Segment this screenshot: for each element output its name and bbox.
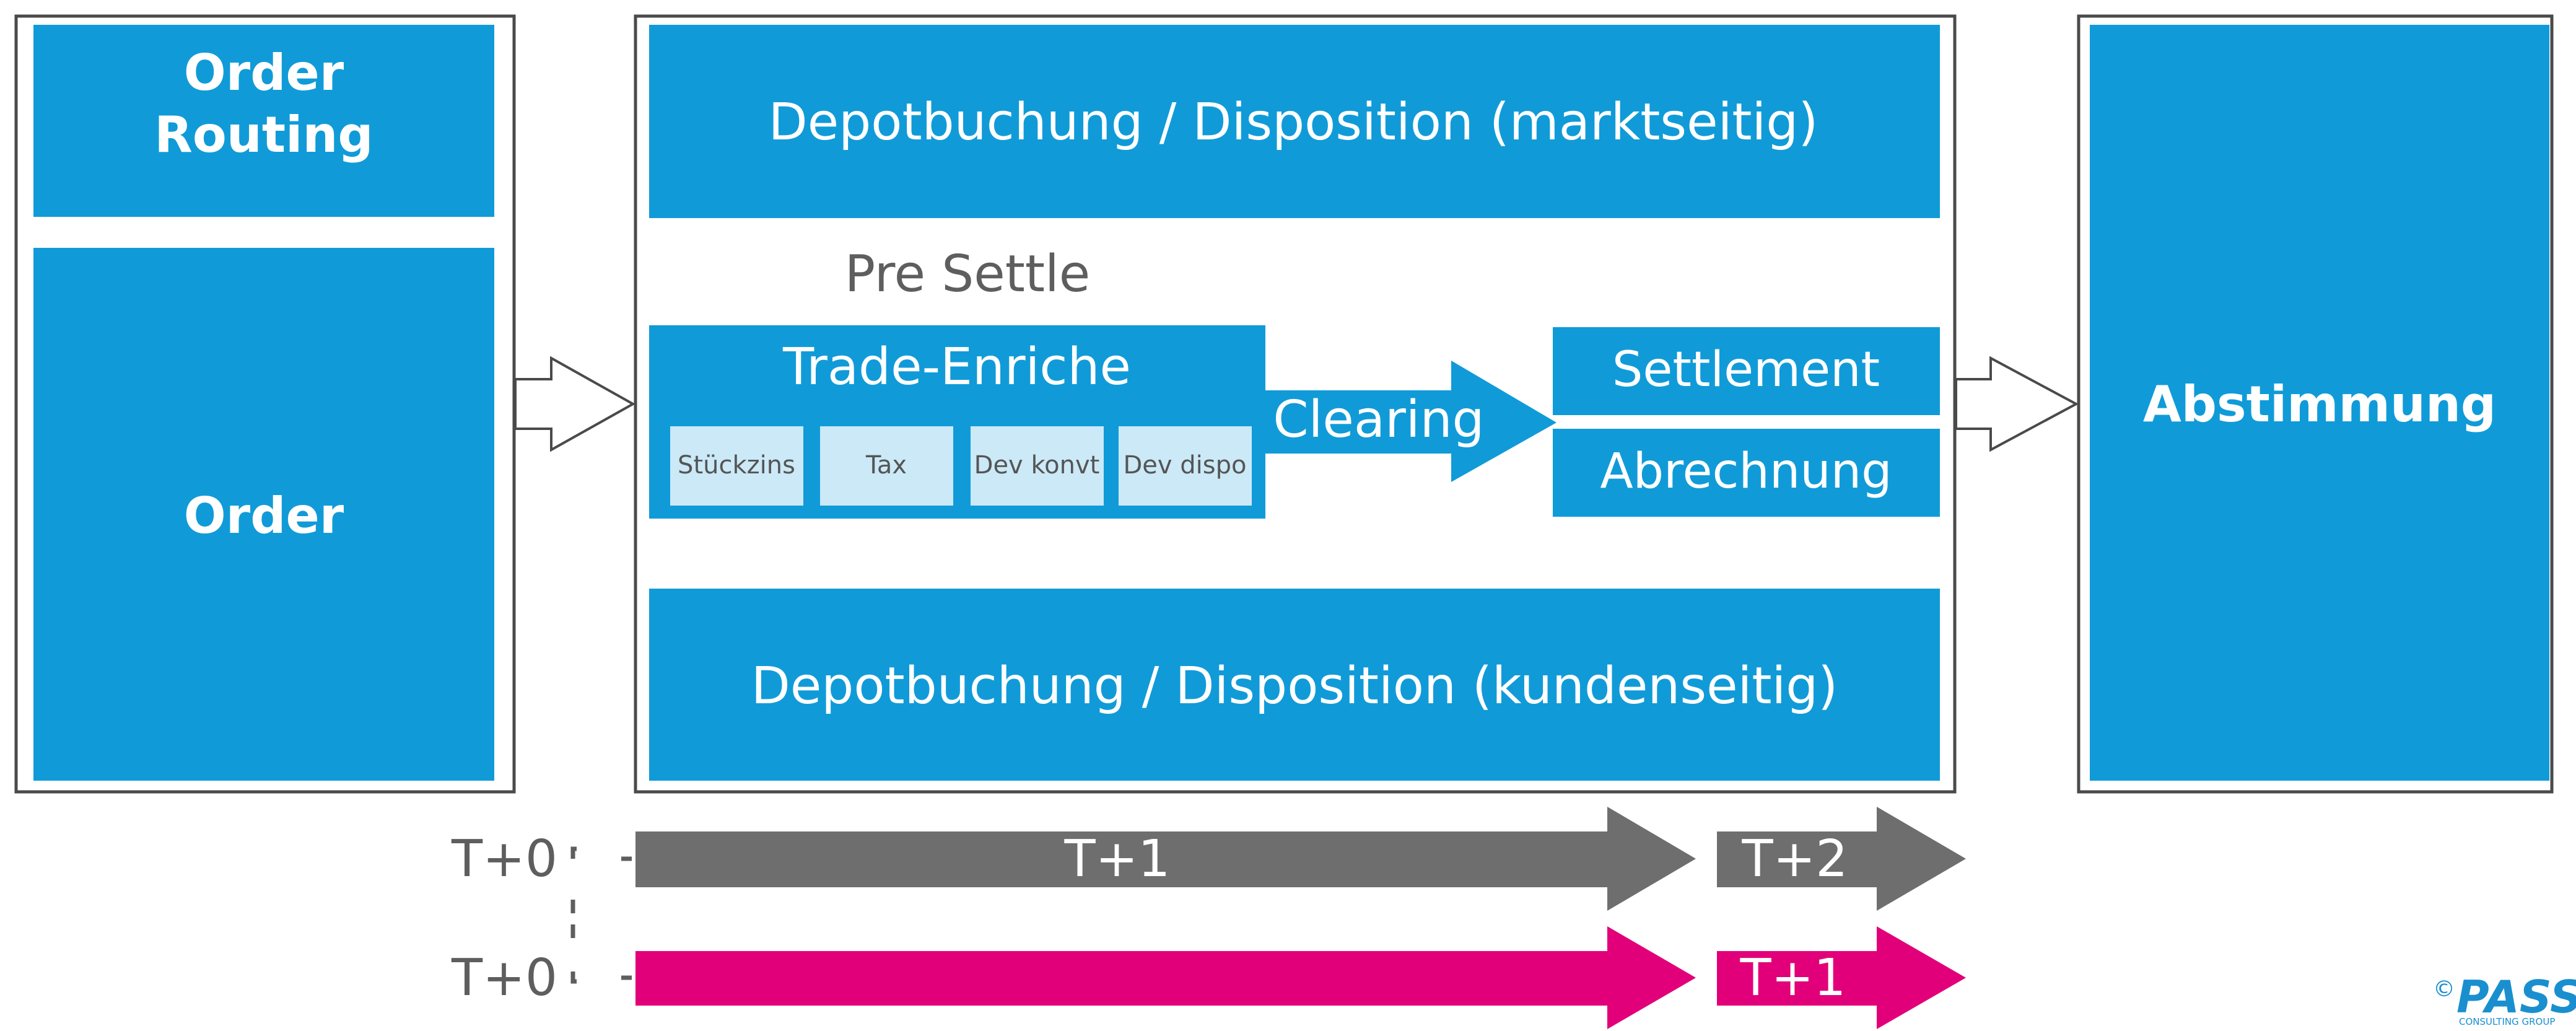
sub-box-dev-konvt-label: Dev konvt xyxy=(974,451,1100,480)
depot-customer-box xyxy=(649,589,1940,781)
timeline-bracket xyxy=(570,846,582,984)
order-routing-box xyxy=(33,25,494,217)
order-routing-label-line1: Order xyxy=(184,44,344,102)
order-label: Order xyxy=(184,487,344,545)
timeline-row1-segment2-label: T+2 xyxy=(1742,830,1848,888)
timeline-row2-start-label: T+0 xyxy=(451,949,557,1007)
depot-market-label: Depotbuchung / Disposition (marktseitig) xyxy=(769,93,1818,152)
sub-box-stueckzins-label: Stückzins xyxy=(678,451,795,480)
timeline-row2-segment1-arrow xyxy=(635,926,1696,1029)
abstimmung-label: Abstimmung xyxy=(2143,375,2496,433)
trade-enrich-title: Trade-Enriche xyxy=(782,338,1131,397)
sub-box-dev-konvt xyxy=(971,426,1104,506)
sub-box-dev-dispo xyxy=(1119,426,1252,506)
logo-brand: PASS xyxy=(2456,971,2576,1023)
sub-box-tax xyxy=(820,426,953,506)
order-box xyxy=(33,248,494,781)
flow-arrow-processing-to-reconciliation xyxy=(1955,356,2079,452)
settlement-label: Settlement xyxy=(1612,342,1880,398)
sub-box-tax-label: Tax xyxy=(865,451,907,480)
pass-logo: © PASS CONSULTING GROUP xyxy=(2433,971,2576,1027)
depot-customer-label: Depotbuchung / Disposition (kundenseitig… xyxy=(751,657,1838,716)
abstimmung-box xyxy=(2090,25,2549,781)
abrechnung-label: Abrechnung xyxy=(1600,444,1892,499)
pre-settle-label: Pre Settle xyxy=(845,245,1090,304)
timeline-row1-start-label: T+0 xyxy=(451,830,557,888)
settlement-box xyxy=(1553,327,1940,415)
timeline-row2-segment2-label: T+1 xyxy=(1740,949,1846,1007)
logo-subtitle: CONSULTING GROUP xyxy=(2459,1016,2555,1027)
timeline-row1-segment1-label: T+1 xyxy=(1064,830,1171,888)
timeline-row2-segment2-arrow xyxy=(1717,926,1966,1029)
order-routing-label-line2: Routing xyxy=(154,106,373,164)
logo-copyright: © xyxy=(2433,976,2455,1002)
sub-box-dev-dispo-label: Dev dispo xyxy=(1123,451,1246,480)
depot-market-box xyxy=(649,25,1940,218)
sub-box-stueckzins xyxy=(670,426,803,506)
timeline-row1-segment1-arrow xyxy=(635,807,1696,911)
timeline-row1-segment2-arrow xyxy=(1717,807,1966,911)
clearing-arrow xyxy=(1265,361,1557,482)
right-frame xyxy=(2077,14,2554,794)
flow-arrow-order-to-processing xyxy=(514,356,636,452)
abrechnung-box xyxy=(1553,429,1940,517)
clearing-label: Clearing xyxy=(1273,390,1484,449)
